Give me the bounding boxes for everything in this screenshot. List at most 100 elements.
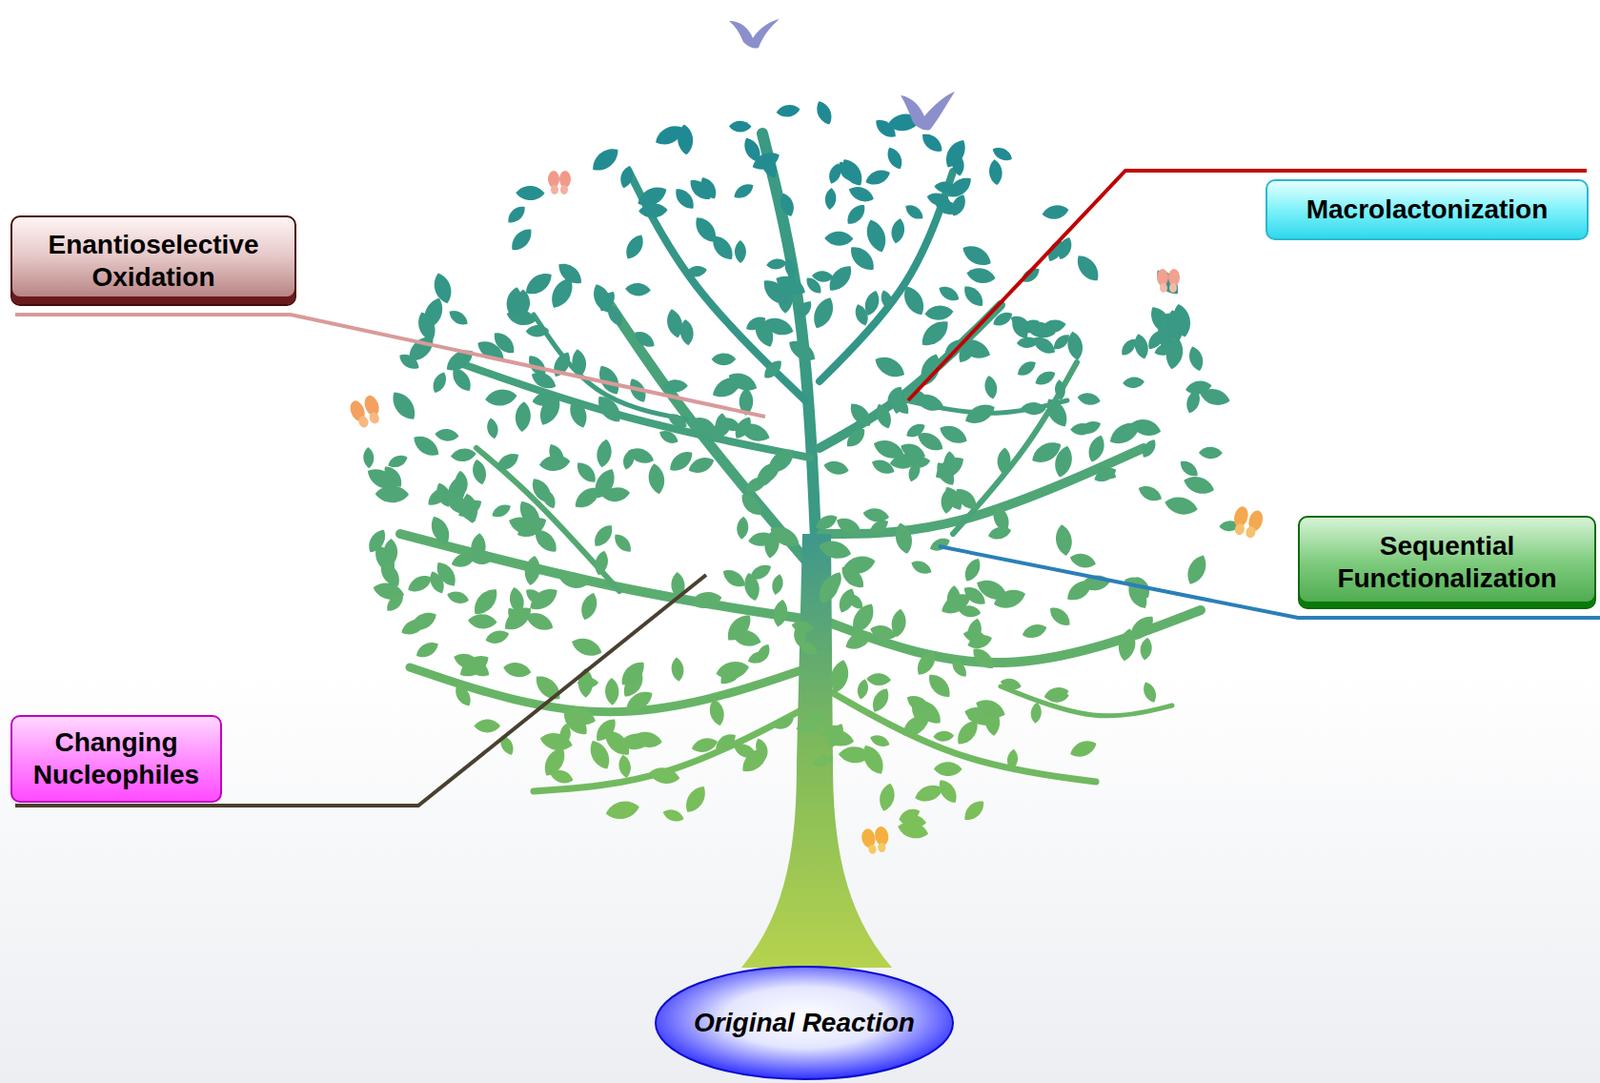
leaf: [406, 607, 440, 634]
leaf: [405, 571, 435, 596]
root-ellipse: Original Reaction: [653, 964, 955, 1081]
leaf: [916, 315, 954, 351]
leaf: [1065, 329, 1085, 362]
leaf: [898, 282, 929, 319]
leaf: [857, 741, 889, 778]
leaf: [1023, 318, 1057, 342]
leaf: [842, 626, 876, 653]
leader-line: [908, 170, 1587, 401]
leaf: [604, 797, 642, 822]
leaf: [484, 387, 518, 408]
leaf: [988, 158, 1004, 185]
tree-branch: [821, 609, 1201, 663]
leaf: [711, 352, 737, 365]
leaf: [961, 399, 998, 428]
leaf: [1020, 621, 1049, 642]
leaf: [414, 309, 440, 345]
leaf: [1140, 679, 1160, 705]
leaf: [678, 318, 695, 346]
leaf: [461, 653, 493, 681]
leaf: [585, 736, 614, 772]
leaf: [661, 806, 686, 824]
leaf: [796, 638, 821, 658]
node-label: Enantioselective Oxidation: [25, 228, 282, 293]
leaf: [810, 751, 835, 770]
leaf: [453, 469, 468, 496]
leaf: [827, 657, 852, 695]
leaf: [1006, 748, 1020, 770]
leaf: [434, 427, 460, 443]
label-box: Sequential Functionalization: [1297, 515, 1597, 609]
leaf: [843, 201, 870, 228]
leaf: [959, 282, 988, 310]
leaf: [485, 416, 500, 440]
tree-branch: [821, 447, 1144, 534]
leaf: [896, 805, 923, 825]
leaf: [529, 525, 562, 557]
leaf: [638, 202, 669, 220]
leaf: [868, 622, 898, 643]
leaf: [722, 609, 756, 646]
label-box: Changing Nucleophiles: [10, 714, 223, 803]
leaf: [1135, 482, 1165, 505]
leaf: [665, 409, 690, 431]
leaf: [812, 98, 835, 127]
leaf: [1122, 376, 1146, 389]
leaf: [933, 761, 963, 776]
leaf: [924, 303, 954, 322]
leaf: [704, 418, 734, 443]
leaf: [681, 782, 711, 817]
leaf: [749, 148, 784, 175]
leaf: [1138, 636, 1154, 661]
leaf: [504, 285, 525, 319]
leaf: [823, 720, 848, 750]
leaf: [426, 512, 454, 547]
leaf: [785, 335, 820, 365]
leaf: [952, 715, 983, 749]
leaf: [618, 163, 636, 190]
leaf: [1117, 335, 1139, 359]
node-label: Changing Nucleophiles: [25, 726, 207, 790]
leaf: [746, 648, 770, 667]
leaf: [616, 656, 649, 690]
leaf: [363, 446, 375, 469]
node-label: Sequential Functionalization: [1313, 529, 1581, 594]
birds: [729, 19, 955, 131]
leaf: [824, 187, 838, 211]
leaf: [588, 281, 615, 316]
leaf: [409, 430, 444, 461]
leaf: [521, 267, 556, 300]
leaf: [646, 462, 667, 496]
leaf: [861, 288, 882, 318]
leaf: [824, 230, 853, 246]
leaf: [792, 298, 815, 323]
leaf: [589, 465, 620, 502]
leaf: [913, 427, 947, 455]
label-box: Macrolactonization: [1265, 179, 1589, 241]
leaf: [1042, 684, 1071, 703]
leaf: [577, 590, 601, 623]
leaf: [936, 421, 971, 448]
leaf: [622, 686, 657, 716]
leaf: [688, 589, 724, 611]
leaf: [1063, 575, 1097, 606]
leaf: [514, 401, 532, 433]
leaf: [846, 182, 876, 205]
leaf: [790, 619, 815, 635]
leaf: [563, 704, 598, 729]
leaf: [741, 570, 763, 603]
leaf: [876, 781, 897, 812]
leaf: [469, 458, 488, 487]
leaf: [489, 501, 514, 521]
leaf: [1030, 701, 1043, 724]
leaf: [870, 351, 909, 382]
leaf: [760, 356, 786, 382]
leaf: [1070, 422, 1094, 436]
leaf: [539, 743, 570, 780]
leaf: [592, 548, 611, 577]
leaf: [589, 521, 617, 550]
leaf: [708, 231, 738, 264]
leaf: [925, 190, 952, 209]
leaf: [504, 202, 528, 227]
label-box: Enantioselective Oxidation: [10, 215, 297, 306]
